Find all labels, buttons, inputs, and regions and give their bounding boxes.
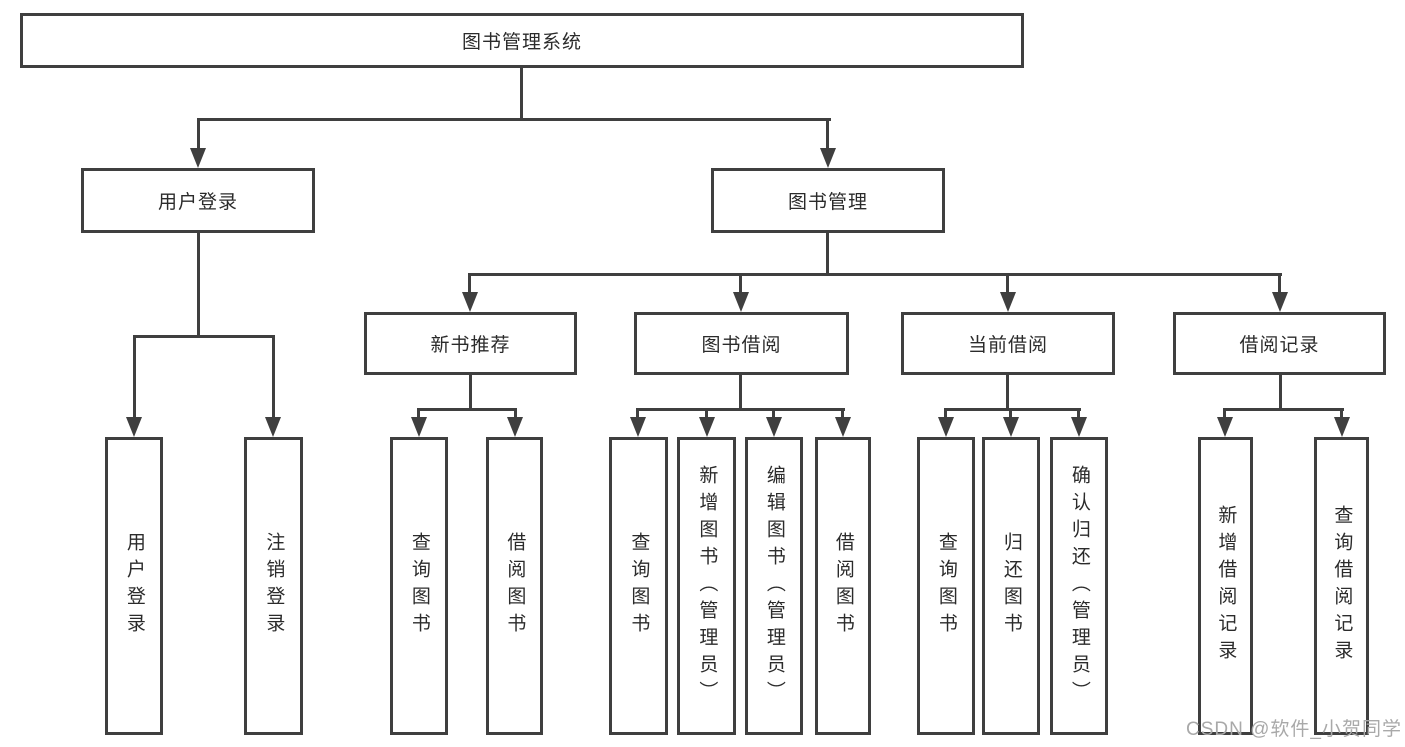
arrow-down-icon [938,417,954,437]
node-label: 查询图书 [628,532,650,640]
node-edit-books-admin: 编辑图书（管理员） [745,437,803,735]
arrow-down-icon [630,417,646,437]
connector-line [739,375,742,408]
connector-line [469,375,472,408]
arrow-down-icon [190,148,206,168]
arrow-down-icon [126,417,142,437]
node-label: 确认归还（管理员） [1068,464,1090,708]
node-return-books: 归还图书 [982,437,1040,735]
node-label: 编辑图书（管理员） [763,464,785,708]
connector-line [826,118,829,152]
arrow-down-icon [265,417,281,437]
connector-line [1224,408,1344,411]
arrow-down-icon [411,417,427,437]
connector-line [1006,375,1009,408]
node-label: 注销登录 [263,532,285,640]
connector-line [1077,408,1080,419]
node-user-login-group: 用户登录 [81,168,315,233]
connector-line [520,68,523,118]
node-label: 借阅图书 [504,532,526,640]
connector-line [637,408,845,411]
arrow-down-icon [820,148,836,168]
connector-line [1340,408,1343,419]
node-new-book-recommend: 新书推荐 [364,312,577,375]
node-logout: 注销登录 [244,437,303,735]
arrow-down-icon [1217,417,1233,437]
arrow-down-icon [733,292,749,312]
node-borrow-books: 借阅图书 [815,437,871,735]
node-query-borrow-record: 查询借阅记录 [1314,437,1369,735]
connector-line [826,233,829,273]
connector-line [1223,408,1226,419]
connector-line [772,408,775,419]
node-book-borrowing: 图书借阅 [634,312,849,375]
node-query-books: 查询图书 [390,437,448,735]
arrow-down-icon [1003,417,1019,437]
csdn-watermark: CSDN @软件_小贺同学 [1186,719,1402,740]
node-add-books-admin: 新增图书（管理员） [677,437,736,735]
node-confirm-return-admin: 确认归还（管理员） [1050,437,1108,735]
connector-line [636,408,639,419]
node-label: 新增借阅记录 [1215,505,1237,667]
node-query-books: 查询图书 [917,437,975,735]
arrow-down-icon [1272,292,1288,312]
connector-line [841,408,844,419]
connector-line [945,408,1081,411]
connector-line [417,408,420,419]
node-label: 查询图书 [408,532,430,640]
connector-line [1006,273,1009,294]
arrow-down-icon [1000,292,1016,312]
node-label: 图书借阅 [701,335,782,356]
node-label: 查询图书 [935,532,957,640]
node-current-borrowing: 当前借阅 [901,312,1115,375]
connector-line [197,118,200,152]
node-borrow-books: 借阅图书 [486,437,543,735]
connector-line [197,233,200,335]
arrow-down-icon [462,292,478,312]
connector-line [1009,408,1012,419]
node-label: 归还图书 [1000,532,1022,640]
node-query-books: 查询图书 [609,437,668,735]
connector-line [272,335,275,419]
connector-line [133,335,275,338]
node-label: 查询借阅记录 [1331,505,1353,667]
connector-line [197,118,831,121]
connector-line [133,335,136,419]
arrow-down-icon [699,417,715,437]
node-user-login: 用户登录 [105,437,163,735]
node-label: 借阅图书 [832,532,854,640]
node-label: 当前借阅 [967,335,1048,356]
connector-line [1278,273,1281,294]
node-label: 新书推荐 [430,335,511,356]
connector-line [514,408,517,419]
node-label: 图书管理系统 [461,32,582,53]
connector-line [705,408,708,419]
connector-line [468,273,471,294]
arrow-down-icon [766,417,782,437]
arrow-down-icon [835,417,851,437]
connector-line [469,273,1282,276]
connector-line [944,408,947,419]
node-label: 用户登录 [157,192,238,213]
node-label: 借阅记录 [1239,335,1320,356]
arrow-down-icon [1334,417,1350,437]
arrow-down-icon [1071,417,1087,437]
arrow-down-icon [507,417,523,437]
connector-line [1279,375,1282,408]
connector-line [418,408,517,411]
node-library-management-system: 图书管理系统 [20,13,1024,68]
node-add-borrow-record: 新增借阅记录 [1198,437,1253,735]
node-book-management: 图书管理 [711,168,945,233]
connector-line [739,273,742,294]
node-label: 用户登录 [123,532,145,640]
node-label: 图书管理 [787,192,868,213]
node-label: 新增图书（管理员） [696,464,718,708]
node-borrowing-records: 借阅记录 [1173,312,1386,375]
